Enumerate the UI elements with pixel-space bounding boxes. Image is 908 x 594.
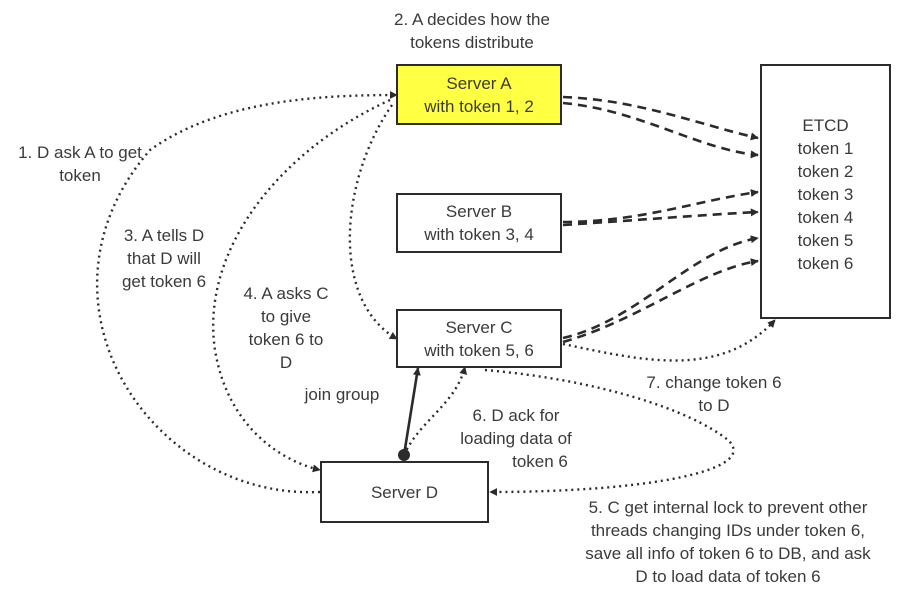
server-a-tokens: with token 1, 2: [424, 96, 534, 116]
step3-label: 3. A tells D that D will get token 6: [104, 224, 224, 293]
server-b-name: Server B: [445, 202, 513, 221]
step1-label: 1. D ask A to get token: [0, 141, 160, 187]
join-point-dot: [398, 449, 410, 461]
arrow-a-etcd-2: [562, 101, 759, 159]
server-b-tokens: with token 3, 4: [424, 225, 534, 244]
etcd-token-6: token 6: [797, 254, 854, 273]
step2-line-1: 2. A decides how the: [394, 10, 550, 29]
join-group-text: join group: [304, 385, 380, 404]
arrow-c-etcd-2: [562, 258, 759, 344]
arrow-step4-a-to-c: [348, 104, 398, 341]
server-b-node: Server B with token 3, 4: [396, 193, 562, 253]
step5-label: 5. C get internal lock to prevent other …: [548, 496, 908, 588]
etcd-token-2: token 2: [797, 162, 854, 181]
step1-line-1: 1. D ask A to get: [18, 143, 142, 162]
etcd-token-4: token 4: [797, 208, 854, 227]
arrow-step6-d-to-c: [402, 366, 468, 456]
step4-line-1: 4. A asks C: [243, 284, 329, 303]
join-group-label: join group: [290, 383, 394, 406]
step6-line-1: 6. D ack for: [472, 406, 560, 425]
step7-line-2: to D: [698, 396, 730, 415]
step4-line-3: token 6 to: [248, 330, 324, 349]
etcd-node: ETCD token 1 token 2 token 3 token 4 tok…: [760, 64, 891, 319]
server-c-node: Server C with token 5, 6: [396, 309, 562, 368]
server-c-tokens: with token 5, 6: [424, 340, 534, 360]
arrow-step5-c-to-d: [484, 368, 735, 496]
arrow-c-etcd-1: [562, 235, 759, 340]
step4-line-2: to give: [260, 307, 312, 326]
server-c-name: Server C: [445, 317, 513, 337]
etcd-title: ETCD: [802, 116, 849, 135]
server-a-name: Server A: [446, 73, 512, 93]
server-d-node: Server D: [320, 461, 489, 523]
arrow-b-etcd-1: [562, 189, 759, 224]
step4-label: 4. A asks C to give token 6 to D: [227, 282, 345, 374]
step5-line-1: 5. C get internal lock to prevent other: [588, 498, 868, 517]
server-d-name: Server D: [370, 482, 439, 502]
step3-line-2: that D will: [127, 249, 201, 268]
step5-line-3: save all info of token 6 to DB, and ask: [585, 544, 871, 563]
server-a-node: Server A with token 1, 2: [396, 64, 562, 125]
step6-label: 6. D ack for loading data of token 6: [436, 404, 596, 473]
arrow-step3-a-to-d: [212, 98, 391, 473]
step7-label: 7. change token 6 to D: [620, 371, 808, 417]
etcd-token-1: token 1: [797, 139, 854, 158]
step3-line-1: 3. A tells D: [123, 226, 205, 245]
etcd-token-5: token 5: [797, 231, 854, 250]
step4-line-4: D: [279, 353, 293, 372]
arrow-b-etcd-2: [562, 208, 759, 227]
step1-line-2: token: [59, 166, 101, 185]
step5-line-4: D to load data of token 6: [635, 567, 821, 586]
step7-line-1: 7. change token 6: [646, 373, 782, 392]
step3-line-3: get token 6: [121, 272, 207, 291]
step2-line-2: tokens distribute: [410, 33, 534, 52]
arrow-a-etcd-1: [562, 95, 759, 141]
arrow-step1-d-to-a: [95, 91, 398, 494]
step6-line-3: token 6: [512, 452, 568, 471]
step2-label: 2. A decides how the tokens distribute: [374, 8, 570, 54]
arrow-join-group: [402, 367, 421, 456]
step6-line-2: loading data of: [460, 429, 572, 448]
etcd-token-3: token 3: [797, 185, 854, 204]
step5-line-2: threads changing IDs under token 6,: [590, 521, 866, 540]
arrow-step7-c-to-etcd: [562, 319, 776, 362]
